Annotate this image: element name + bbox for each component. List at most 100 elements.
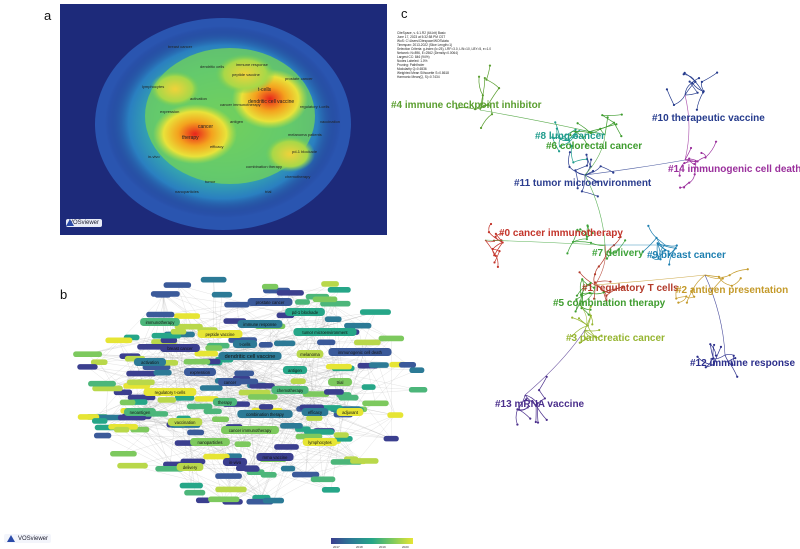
meta-line: Modularity Q=0.6536 [397, 67, 427, 71]
network-node [119, 399, 136, 406]
cluster-link [579, 304, 588, 331]
density-term-label: tumor [205, 179, 216, 184]
network-node [215, 473, 242, 479]
network-node [320, 300, 351, 307]
network-node [338, 394, 359, 401]
network-node [302, 391, 330, 397]
network-node [117, 462, 148, 469]
density-term-label: cancer [198, 124, 214, 130]
network-term-label: expression [190, 370, 211, 375]
network-node [261, 283, 279, 290]
network-node [398, 362, 417, 368]
density-term-label: t-cells [258, 87, 272, 93]
vosviewer-badge-label: VOSviewer [69, 220, 100, 226]
network-node [215, 486, 247, 493]
network-node [280, 422, 303, 429]
network-node [203, 453, 230, 460]
network-term-node: adjuvant [336, 408, 364, 416]
network-term-node: cancer [218, 378, 242, 386]
network-node [92, 385, 123, 392]
network-node [184, 489, 206, 496]
citespace-meta: CiteSpace, v. 6.1.R2 (64-bit) Basic June… [397, 31, 491, 79]
network-node [211, 291, 233, 298]
network-node [378, 335, 405, 342]
network-term-node: melanoma [296, 350, 324, 358]
network-node [353, 339, 381, 346]
cluster-link [579, 284, 596, 306]
cluster-label: #12 immune response [690, 358, 796, 369]
network-node [174, 395, 195, 401]
network-node [208, 496, 240, 503]
network-node [187, 429, 205, 436]
density-term-label: therapy [182, 135, 199, 141]
network-node [203, 408, 222, 415]
cluster-link [584, 174, 606, 246]
network-node [157, 397, 177, 403]
network-node [170, 328, 187, 335]
network-node [295, 299, 310, 305]
cluster-tree [696, 343, 739, 378]
network-node [154, 291, 172, 298]
network-term-label: immunogenic cell death [338, 350, 383, 355]
density-term-label: melanoma patients [288, 132, 322, 137]
network-term-label: regulatory t-cells [155, 390, 186, 395]
network-node [258, 341, 273, 348]
meta-line: Largest CC: 846 (94%) [397, 55, 430, 59]
network-term-label: antigen [288, 368, 302, 373]
cluster-label: #2 antigen presentation [676, 285, 789, 296]
cluster-label: #8 lung cancer [535, 131, 606, 142]
network-term-label: cancer [224, 380, 237, 385]
network-term-label: pd-1 blockade [292, 310, 319, 315]
network-term-label: therapy [218, 400, 233, 405]
vosviewer-badge-b: VOSviewer [4, 534, 52, 543]
panel-c-letter: c [401, 6, 408, 21]
density-term-label: peptide vaccine [232, 72, 260, 77]
network-node [153, 369, 172, 376]
network-node [211, 416, 230, 423]
cluster-link [584, 159, 686, 176]
density-term-label: nanoparticles [175, 189, 199, 194]
network-node [344, 322, 372, 329]
network-term-label: combination therapy [246, 412, 285, 417]
cluster-link [584, 134, 606, 176]
network-node [243, 466, 260, 472]
network-term-label: immunotherapy [146, 320, 176, 325]
cluster-link [594, 274, 706, 286]
network-node [105, 337, 133, 344]
cluster-tree [665, 71, 719, 111]
network-node [408, 386, 428, 393]
density-term-label: pd-1 blockade [292, 149, 318, 154]
network-node [306, 415, 323, 421]
network-term-node: immunogenic cell death [328, 348, 392, 356]
network-node [238, 389, 271, 396]
network-node [304, 429, 335, 435]
cluster-tree [566, 224, 627, 260]
network-term-label: lymphocytes [308, 440, 331, 445]
density-term-label: dendritic cell vaccine [248, 99, 295, 105]
network-node [186, 403, 213, 410]
cluster-link [484, 239, 606, 246]
network-term-node: therapy [212, 398, 238, 406]
cluster-tree [455, 64, 501, 130]
network-term-label: dendritic cell vaccine [225, 354, 276, 360]
density-term-label: combination therapy [246, 164, 283, 169]
meta-line: Selection Criteria: g-index (k=25), LRF=… [397, 47, 491, 51]
network-node [325, 363, 352, 370]
cluster-link [524, 329, 586, 396]
network-term-node: cancer immunotherapy [221, 426, 279, 434]
network-term-node: trial [328, 378, 352, 386]
network-node [163, 282, 192, 288]
density-map-panel: dendritic cell vaccine t-cells therapy c… [60, 4, 387, 235]
meta-line: June 17, 2023 at 5:32:58 PM CST [397, 35, 446, 39]
network-term-label: peptide vaccine [205, 332, 235, 337]
network-node [146, 311, 175, 318]
density-term-label: antigen [230, 119, 244, 124]
meta-line: WoS: C:\Users\Citespace\WOS\data [397, 39, 449, 43]
legend-tick: 2018 [356, 545, 363, 549]
cluster-link [704, 274, 726, 356]
meta-line: Network: N=896, E=2562 (Density=0.0064) [397, 51, 459, 55]
network-node [127, 394, 156, 401]
network-node [180, 458, 206, 465]
network-node [312, 296, 338, 303]
cluster-tree [515, 375, 548, 426]
